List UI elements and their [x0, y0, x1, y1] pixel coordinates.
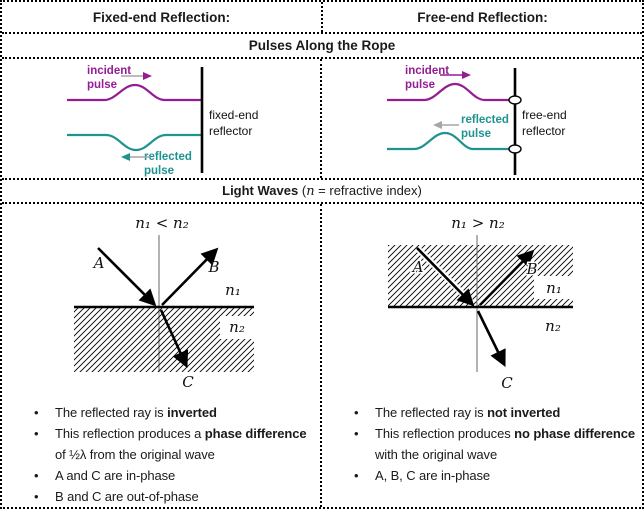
n2-region-label: n₂	[229, 318, 245, 336]
reflected-direction-arrow-head	[121, 153, 130, 161]
bullet-not-inverted: The reflected ray is not inverted	[354, 402, 636, 423]
refracted-ray-c	[159, 309, 189, 369]
reflected-pulse-label-line2: pulse	[461, 128, 491, 140]
bullet-abc-in-phase: A, B, C are in-phase	[354, 465, 636, 486]
fixed-end-rope-diagram: incident pulse reflected pulse fixed-end…	[67, 65, 258, 177]
incident-pulse-label-line1: incident	[87, 65, 131, 77]
light-diagram-n1-less-n2: n₁ < n₂ A B C n₁ n₂	[74, 214, 254, 391]
column-header-row: Fixed-end Reflection: Free-end Reflectio…	[2, 2, 642, 34]
ray-b-label: B	[525, 260, 537, 278]
incident-pulse-label-line2: pulse	[405, 79, 435, 91]
ray-c-label: C	[182, 373, 194, 391]
bullet-b-c-out-of-phase: B and C are out-of-phase	[34, 486, 314, 507]
incident-pulse-label-line1: incident	[405, 65, 449, 77]
refracted-ray-c	[476, 310, 506, 368]
n1-label-box	[534, 276, 574, 299]
bullet-text: This reflection produces a	[55, 426, 205, 441]
fixed-end-bullet-list: The reflected ray is inverted This refle…	[2, 402, 320, 507]
incident-pulse-curve	[387, 82, 509, 102]
bullet-text: A, B, C are in-phase	[375, 468, 491, 483]
bullet-phase-difference: This reflection produces a phase differe…	[34, 423, 314, 465]
reflected-pulse-label-line1: reflected	[461, 114, 509, 126]
free-end-rope-cell: incident pulse reflected pulse free-end …	[322, 59, 642, 178]
section-title-pulses: Pulses Along the Rope	[2, 34, 642, 59]
bullet-text: The reflected ray is	[55, 405, 168, 420]
bullet-text: with the original wave	[375, 447, 498, 462]
light-diagrams-row: n₁ < n₂ A B C n₁ n₂ The reflected ray is…	[2, 204, 642, 507]
rare-medium-cell: n₁ > n₂ A B C n₁ n₂ The reflected ray is…	[322, 204, 642, 507]
header-fixed-end-label: Fixed-end Reflection:	[92, 9, 231, 25]
incident-ray-a	[97, 247, 157, 307]
light-diagram-n1-greater-n2: n₁ > n₂ A B C n₁ n₂	[388, 214, 574, 392]
incident-pulse-label-line2: pulse	[87, 79, 117, 91]
bullet-text: B and C are out-of-phase	[55, 489, 199, 504]
fixed-end-rope-cell: incident pulse reflected pulse fixed-end…	[2, 59, 322, 178]
reflected-pulse-label-line1: reflected	[144, 151, 192, 163]
light-title-n-symbol: n	[306, 184, 315, 199]
condition-label: n₁ > n₂	[451, 214, 504, 232]
bullet-inverted: The reflected ray is inverted	[34, 402, 314, 423]
bullet-bold-text: not inverted	[487, 405, 561, 420]
free-end-ring-bottom	[508, 144, 522, 154]
incident-pulse-curve	[67, 83, 202, 102]
free-end-rope-diagram: incident pulse reflected pulse free-end …	[387, 65, 567, 175]
header-fixed-end: Fixed-end Reflection:	[2, 2, 323, 32]
n2-region-label: n₂	[545, 317, 561, 335]
bullet-a-c-in-phase: A and C are in-phase	[34, 465, 314, 486]
reflected-pulse-curve	[67, 133, 202, 152]
n1-region-label: n₁	[546, 279, 562, 297]
ray-a-label: A	[411, 258, 424, 276]
condition-label: n₁ < n₂	[135, 214, 188, 232]
header-free-end-label: Free-end Reflection:	[417, 9, 548, 25]
ray-b-label: B	[207, 258, 219, 276]
dense-medium-cell: n₁ < n₂ A B C n₁ n₂ The reflected ray is…	[2, 204, 322, 507]
bullet-bold-text: no phase difference	[514, 426, 636, 441]
free-end-bullet-list: The reflected ray is not inverted This r…	[322, 402, 642, 486]
incident-direction-arrow-head	[143, 72, 152, 80]
reflected-direction-arrow-head	[433, 121, 442, 129]
free-end-ring-top	[508, 95, 522, 105]
bullet-no-phase-difference: This reflection produces no phase differ…	[354, 423, 636, 465]
ray-c-label: C	[501, 374, 513, 392]
reflected-ray-b	[161, 247, 219, 306]
reflected-ray-b	[479, 249, 535, 306]
incident-direction-arrow-head	[462, 71, 471, 79]
bullet-text: The reflected ray is	[375, 405, 488, 420]
header-free-end: Free-end Reflection:	[323, 2, 642, 32]
free-end-reflector-label-line2: reflector	[522, 124, 565, 138]
ray-a-label: A	[92, 254, 105, 272]
n1-region-label: n₁	[225, 281, 241, 299]
incident-ray-a	[416, 247, 475, 307]
section-title-light: Light Waves (n = refractive index)	[2, 180, 642, 204]
fixed-end-reflector-label-line1: fixed-end	[209, 108, 258, 122]
bullet-text: This reflection produces	[375, 426, 515, 441]
bullet-bold-text: inverted	[167, 405, 217, 420]
reflected-pulse-label-line2: pulse	[144, 165, 174, 177]
free-end-reflector-label-line1: free-end	[522, 108, 567, 122]
light-title-bold: Light Waves	[222, 183, 299, 198]
bullet-text: of ½λ from the original wave	[55, 447, 215, 462]
n2-label-box	[220, 316, 254, 339]
fixed-end-reflector-label-line2: reflector	[209, 124, 252, 138]
bullet-text: A and C are in-phase	[55, 468, 176, 483]
pulses-title-label: Pulses Along the Rope	[248, 38, 396, 53]
light-title-open-paren: (	[301, 183, 307, 198]
reflected-pulse-curve	[387, 131, 509, 151]
rope-diagrams-row: incident pulse reflected pulse fixed-end…	[2, 59, 642, 180]
light-title-rest: = refractive index)	[314, 183, 422, 198]
bullet-bold-text: phase difference	[204, 426, 307, 441]
